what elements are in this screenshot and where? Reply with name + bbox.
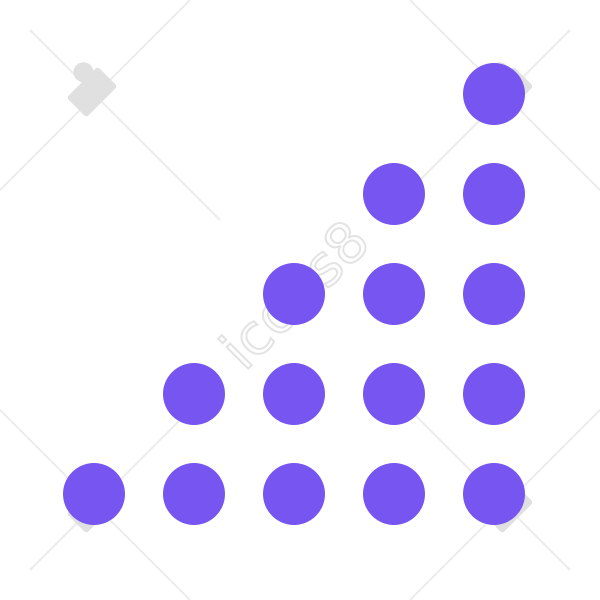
dot-col2-row2 xyxy=(163,363,225,425)
dot-col4-row3 xyxy=(363,263,425,325)
watermark-logo-top-left xyxy=(67,62,117,117)
dot-col2-row1 xyxy=(163,463,225,525)
dot-col5-row1 xyxy=(463,463,525,525)
dot-col3-row3 xyxy=(263,263,325,325)
dot-col3-row2 xyxy=(263,363,325,425)
dot-col5-row2 xyxy=(463,363,525,425)
dot-grid xyxy=(63,63,525,525)
dot-col5-row3 xyxy=(463,263,525,325)
dot-col5-row5 xyxy=(463,63,525,125)
dot-col4-row2 xyxy=(363,363,425,425)
dot-col5-row4 xyxy=(463,163,525,225)
dot-col1-row1 xyxy=(63,463,125,525)
dot-col4-row1 xyxy=(363,463,425,525)
dot-col3-row1 xyxy=(263,463,325,525)
dot-col4-row4 xyxy=(363,163,425,225)
